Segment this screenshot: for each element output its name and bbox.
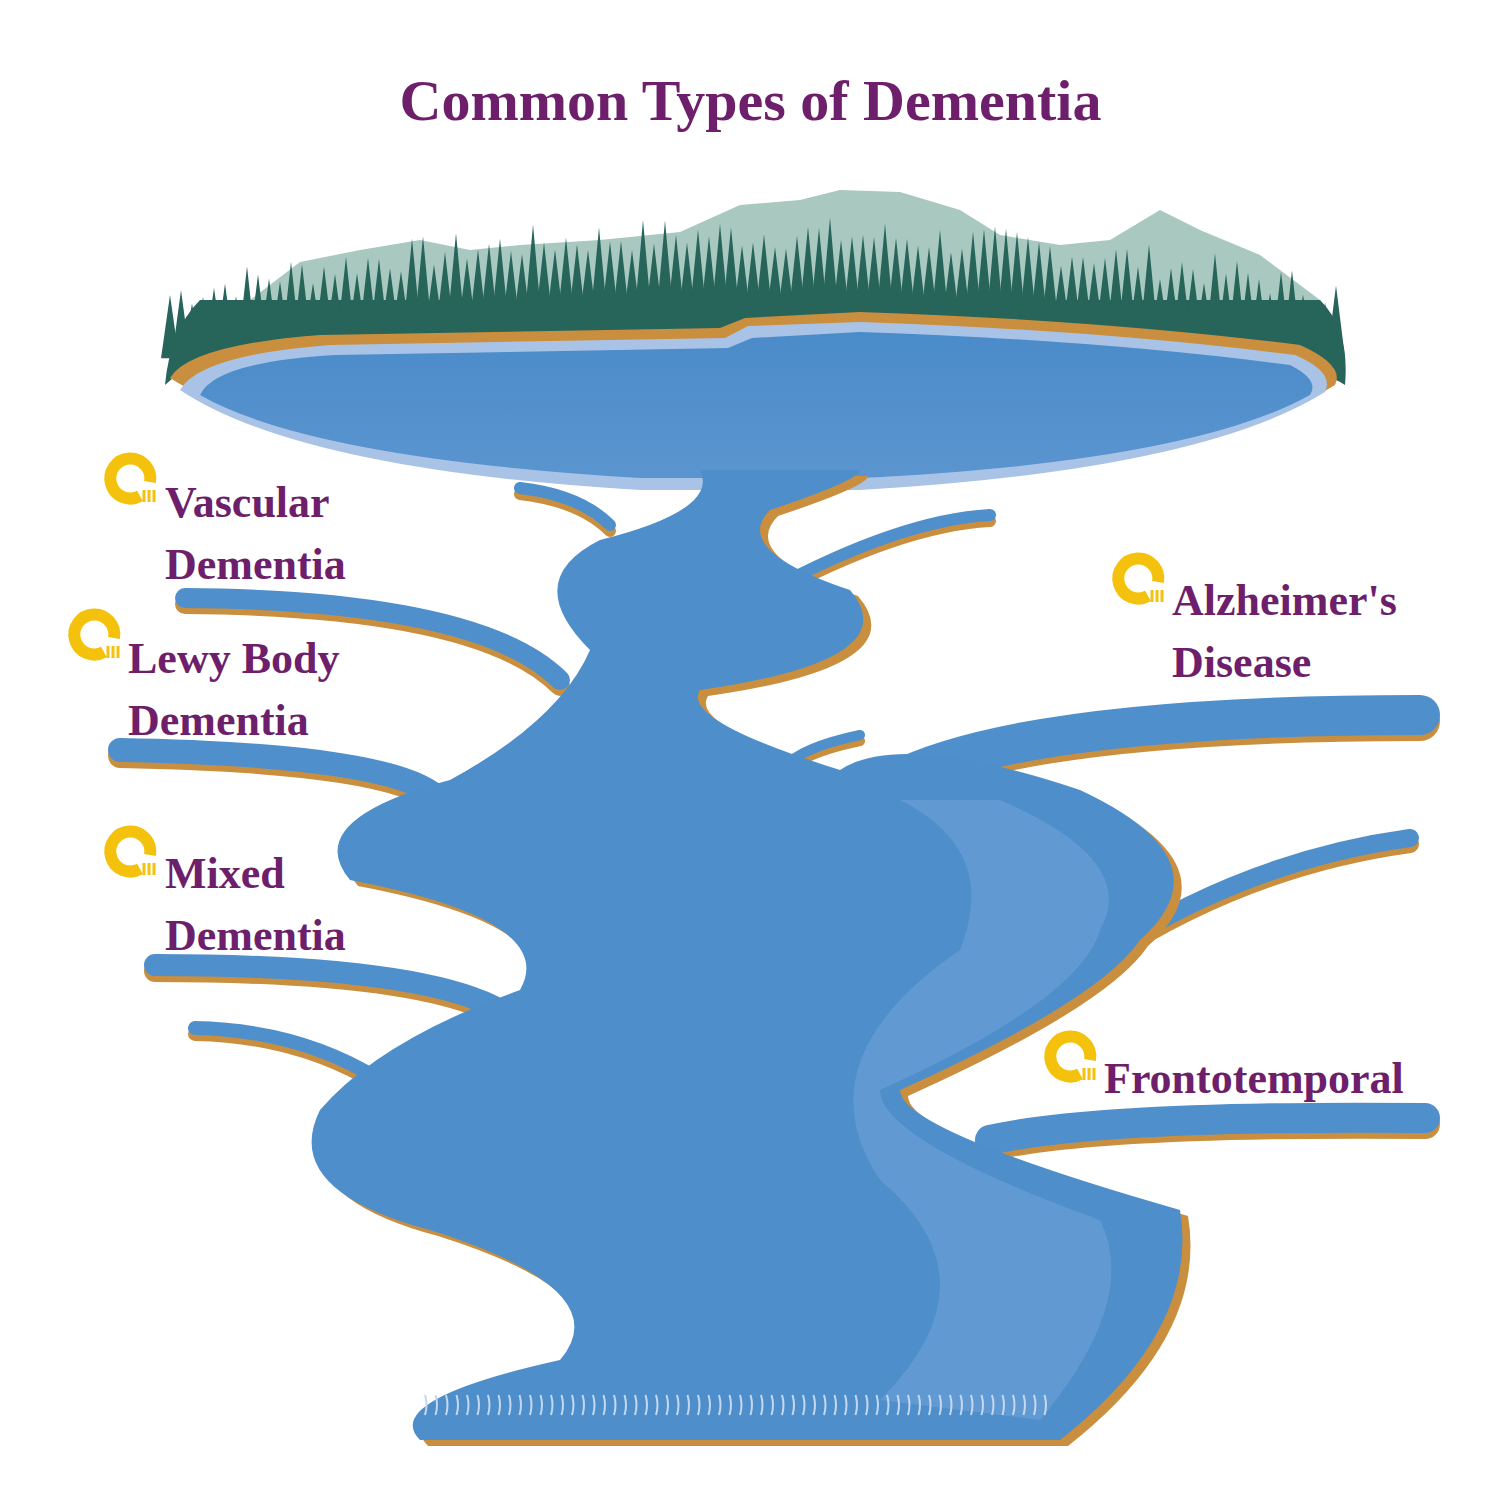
label-icons xyxy=(74,459,1162,1080)
ripples xyxy=(425,1395,1046,1415)
river xyxy=(312,470,1183,1440)
type-label: Mixed Dementia xyxy=(165,843,395,967)
type-label: Vascular Dementia xyxy=(165,472,395,596)
lake-rim xyxy=(180,322,1327,490)
diagram-title: Common Types of Dementia xyxy=(0,70,1501,132)
lake xyxy=(200,332,1313,478)
river-highlight xyxy=(853,800,1111,1420)
type-label: Lewy Body Dementia xyxy=(128,628,398,752)
type-label: Frontotemporal xyxy=(1104,1048,1404,1110)
type-label: Alzheimer's Disease xyxy=(1172,570,1472,694)
